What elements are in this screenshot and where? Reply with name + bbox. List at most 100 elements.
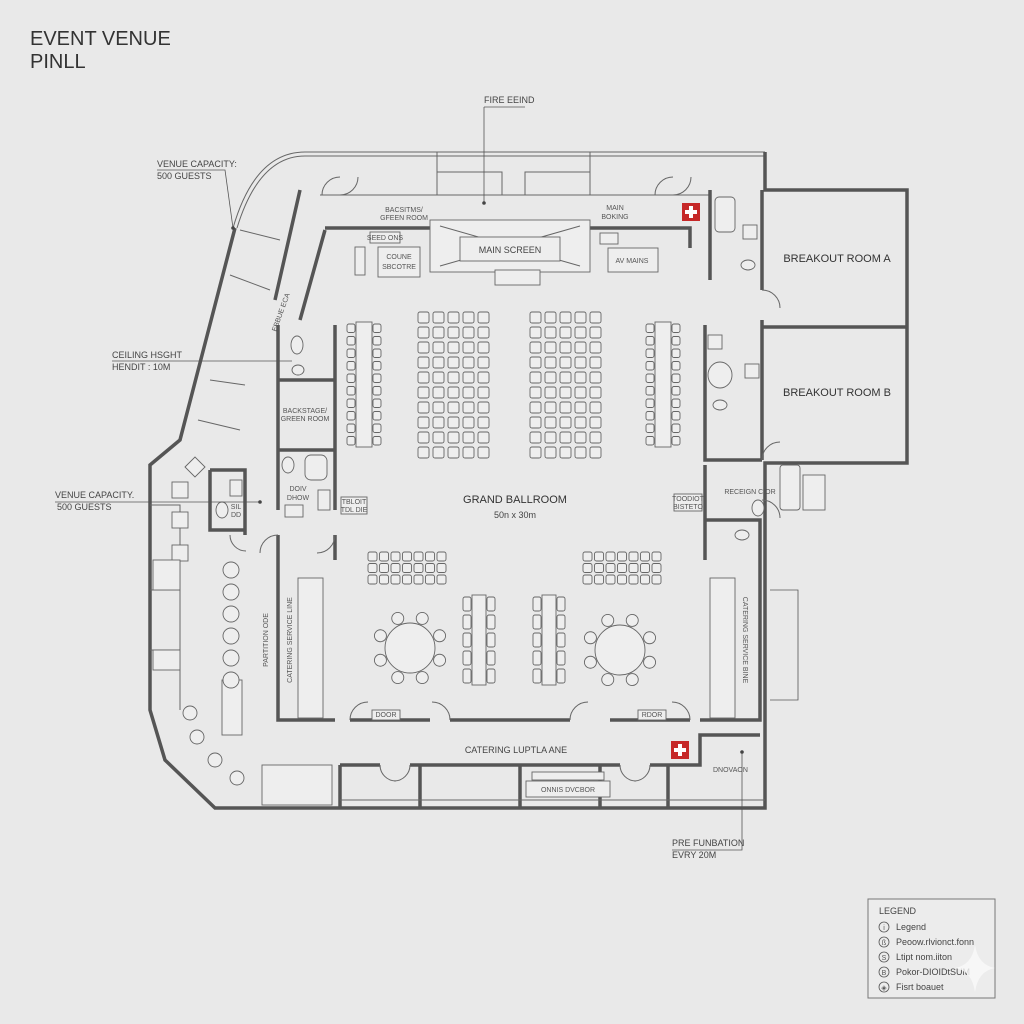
chair [462,446,475,459]
legend-icon-glyph: ◈ [881,985,887,992]
breakout-room-b[interactable]: BREAKOUT ROOM B [783,387,891,399]
chair [432,356,445,369]
chair [643,631,657,645]
chair [625,613,639,627]
chair [432,341,445,354]
legend-icon-glyph: i [883,925,885,932]
chair [413,563,424,573]
chair [432,371,445,384]
chair [462,650,472,666]
chair [447,416,460,429]
capacity-top-line2: 500 GUESTS [157,171,212,181]
chair [544,446,557,459]
chair [645,361,655,371]
chair [559,341,572,354]
chair [486,596,496,612]
grand-ballroom-label: GRAND BALLROOM [463,494,567,506]
chair [544,326,557,339]
chair [589,356,602,369]
chair [432,326,445,339]
main-screen-label: MAIN SCREEN [479,245,542,255]
chair [373,629,387,643]
legend-item-label: Pokor-DIOIDtSUM [896,967,970,977]
chair [529,371,542,384]
chair [651,563,662,573]
chair [645,423,655,433]
chair [391,611,405,625]
chair [477,401,490,414]
round-table-right [583,613,657,687]
green-room-top-label-1: BACSITMS/ [385,207,423,214]
chair [462,341,475,354]
chair [556,668,566,684]
chair [432,416,445,429]
chair [651,574,662,585]
chair [390,574,401,585]
coune-label-1: COUNE [386,254,412,261]
chair [417,341,430,354]
chair [556,614,566,630]
chair [433,653,447,667]
chair [671,411,681,421]
chair [447,431,460,444]
backstage-label-1: BACKSTAGE/ [283,408,327,415]
chair [574,386,587,399]
prefunction-line2: EVRY 20M [672,850,716,860]
breakout-room-a[interactable]: BREAKOUT ROOM A [783,253,891,265]
chair [372,361,382,371]
chair [628,563,639,573]
chair [544,386,557,399]
chair [559,401,572,414]
stool [229,770,245,786]
chair [447,341,460,354]
side-counters: PARTITION ODE CATERING SERVICE LINE CATE… [263,292,748,721]
chair [372,398,382,408]
chair [477,356,490,369]
chair [372,436,382,446]
chair [671,386,681,396]
chair [671,336,681,346]
ceiling-line2: HENDIT : 10M [112,362,170,372]
chair [436,563,447,573]
first-aid-icon [682,203,700,221]
chair [447,386,460,399]
main-booking-label-1: MAIN [606,205,624,212]
chair [589,386,602,399]
chair [559,356,572,369]
chair [532,668,542,684]
chair [415,671,429,685]
rect-table-left [462,594,496,686]
chair [640,563,650,573]
omnis-label: ONNIS DVCBOR [541,787,595,794]
prefunction-line1: PRE FUNBATION [672,838,744,848]
chair [640,574,650,585]
chair [477,431,490,444]
legend-icon [878,921,890,933]
chair [589,431,602,444]
seating-block-right [529,311,602,459]
chair [617,551,627,562]
chair [556,632,566,648]
chair [433,629,447,643]
chair [671,361,681,371]
chair [574,416,587,429]
chair [556,650,566,666]
chair [462,386,475,399]
catering-right-label: CATERING SERVICE BINE [741,597,748,684]
chair [462,371,475,384]
door-breakout [761,289,781,519]
chair [529,356,542,369]
chair [574,431,587,444]
chair [645,386,655,396]
backstage-label-2: GREEN ROOM [281,416,330,423]
chair [556,596,566,612]
chair [372,373,382,383]
plan-title: EVENT VENUE [30,28,171,50]
chair [402,551,412,562]
chair [417,326,430,339]
legend-icon [878,936,890,948]
legend-icon-glyph: B [882,970,887,977]
first-aid-icon [671,741,689,759]
table [471,594,487,686]
